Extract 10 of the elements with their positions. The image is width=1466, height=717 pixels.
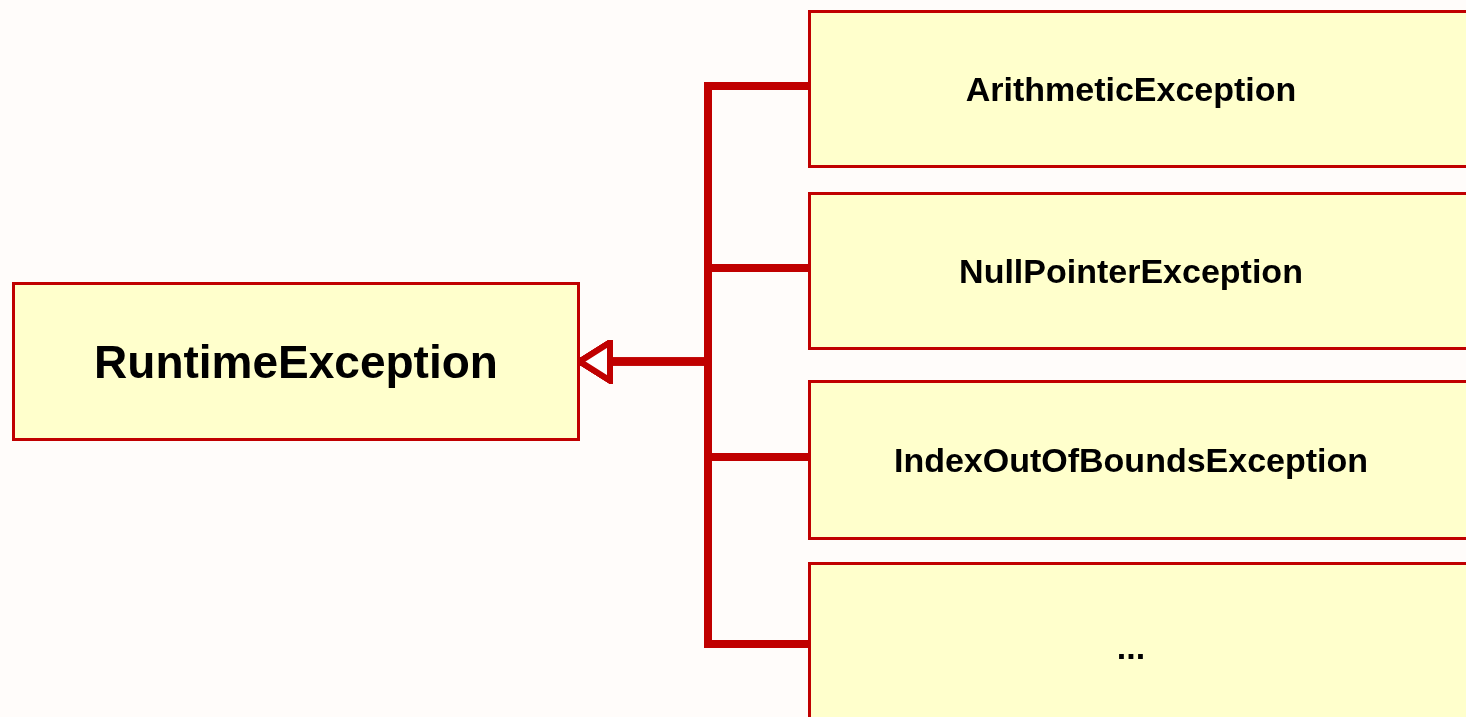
class-name: ArithmeticException [965,69,1297,109]
class-box [808,562,1466,717]
class-name: NullPointerException [959,251,1303,291]
class-box [808,192,1466,350]
class-box [808,380,1466,540]
class-box [808,10,1466,168]
class-name: ... [1116,627,1146,667]
class-name: RuntimeException [94,334,498,389]
class-box [12,282,580,441]
class-name: IndexOutOfBoundsException [893,440,1369,480]
